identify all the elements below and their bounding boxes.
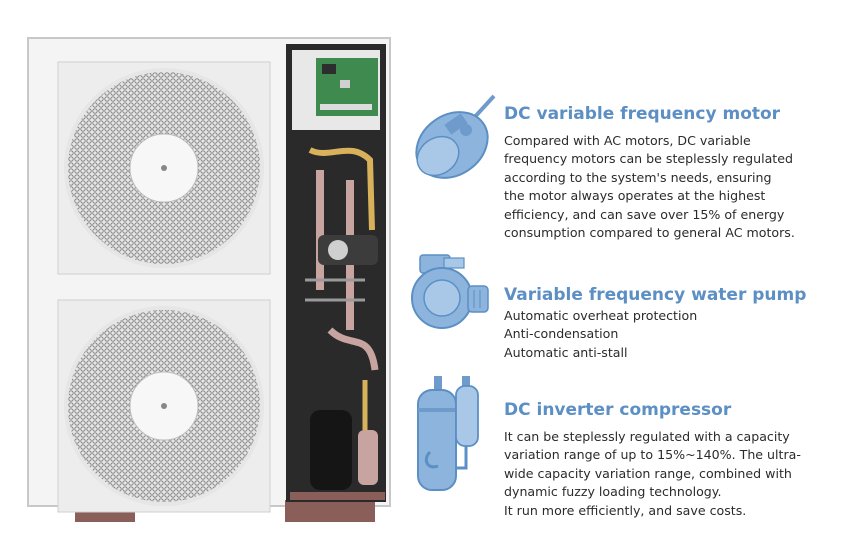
description-line: dynamic fuzzy loading technology.: [504, 484, 722, 500]
heat-pump-unit-illustration: [27, 37, 391, 522]
dc-motor-icon: [415, 94, 496, 179]
feature-description: It can be steplessly regulated with a ca…: [504, 428, 801, 520]
description-line: according to the system's needs, ensurin…: [504, 169, 772, 185]
feature-description: Automatic overheat protection Anti-conde…: [504, 307, 806, 362]
description-line: consumption compared to general AC motor…: [504, 225, 795, 241]
description-line: variation range of up to 15%~140%. The u…: [504, 447, 801, 463]
feature-title: Variable frequency water pump: [504, 285, 807, 305]
description-line: frequency motors can be steplessly regul…: [504, 151, 793, 167]
description-line: efficiency, and can save over 15% of ene…: [504, 206, 785, 222]
description-line: Automatic anti-stall: [504, 344, 628, 360]
upper-fan: [57, 61, 271, 275]
feature-inverter-compressor: DC inverter compressor It can be steples…: [504, 400, 801, 520]
feature-water-pump: Variable frequency water pump Automatic …: [504, 285, 806, 362]
lower-fan: [57, 299, 271, 513]
internal-compartment: [286, 44, 386, 502]
feature-description: Compared with AC motors, DC variable fre…: [504, 132, 795, 242]
description-line: Automatic overheat protection: [504, 308, 698, 323]
water-pump-icon: [411, 254, 489, 329]
description-line: Compared with AC motors, DC variable: [504, 133, 751, 148]
feature-title: DC variable frequency motor: [504, 104, 781, 124]
description-line: the motor always operates at the highest: [504, 188, 766, 204]
feature-title: DC inverter compressor: [504, 400, 732, 420]
description-line: Anti-condensation: [504, 326, 619, 342]
description-line: It run more efficiently, and save costs.: [504, 502, 747, 518]
description-line: wide capacity variation range, combined …: [504, 465, 792, 481]
description-line: It can be steplessly regulated with a ca…: [504, 429, 790, 444]
compressor-icon: [417, 376, 479, 491]
feature-dc-motor: DC variable frequency motor Compared wit…: [504, 104, 795, 242]
